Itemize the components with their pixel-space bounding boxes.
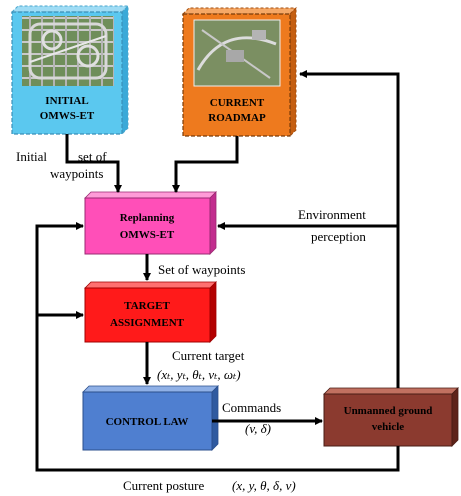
arrow-roadmap-to-replanning [172, 136, 239, 193]
label-target-tuple: (xₜ, yₜ, θₜ, vₜ, ωₜ) [157, 367, 241, 382]
label-commands: Commands [222, 400, 281, 415]
label-initial: Initial [16, 149, 47, 164]
label-current-posture: Current posture [123, 478, 204, 493]
label-perception: perception [311, 229, 366, 244]
vehicle-block: Unmanned ground vehicle [323, 387, 459, 447]
label-set-of: set of [78, 149, 107, 164]
target-line1: TARGET [124, 300, 170, 312]
vehicle-line2: vehicle [372, 421, 404, 433]
current-roadmap-block: CURRENT ROADMAP [181, 6, 298, 138]
control-law-label: CONTROL LAW [106, 416, 189, 428]
initial-omws-et-block: INITIAL OMWS-ET [10, 4, 130, 136]
vehicle-line1: Unmanned ground [344, 405, 433, 417]
arrow-posture-feedback [35, 222, 400, 472]
control-law-block: CONTROL LAW [82, 385, 219, 451]
target-assignment-block: TARGET ASSIGNMENT [84, 281, 217, 343]
current-roadmap-line1: CURRENT [210, 97, 265, 109]
label-set-of-waypoints: Set of waypoints [158, 262, 245, 277]
replanning-block: Replanning OMWS-ET [84, 191, 217, 255]
replanning-line1: Replanning [120, 212, 175, 224]
replanning-line2: OMWS-ET [120, 229, 175, 241]
arrow-initial-to-replanning [65, 134, 122, 193]
label-posture-tuple: (x, y, θ, δ, v) [232, 478, 296, 493]
label-environment: Environment [298, 207, 366, 222]
current-roadmap-thumbnail [193, 19, 281, 87]
initial-label-line2: OMWS-ET [40, 110, 95, 122]
arrow-vehicle-to-roadmap [299, 70, 400, 388]
label-current-target: Current target [172, 348, 245, 363]
target-line2: ASSIGNMENT [110, 317, 185, 329]
current-roadmap-line2: ROADMAP [208, 112, 266, 124]
initial-label-line1: INITIAL [45, 95, 88, 107]
initial-map-thumbnail [22, 16, 114, 86]
label-waypoints: waypoints [50, 166, 103, 181]
label-commands-tuple: (v, δ) [245, 421, 271, 436]
